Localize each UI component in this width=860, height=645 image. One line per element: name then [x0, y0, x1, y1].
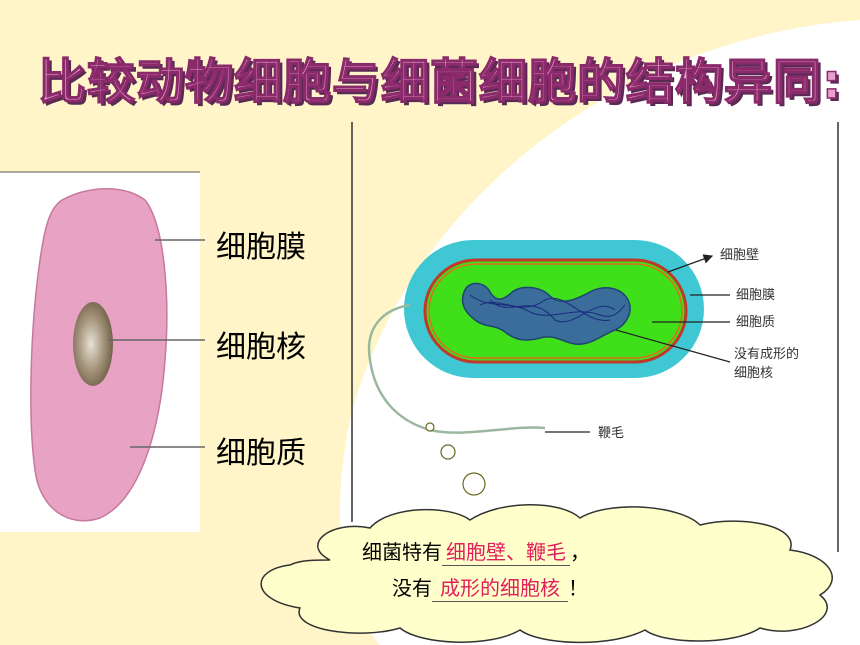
bubble-medium [440, 444, 456, 460]
cloud-line1-prefix: 细菌特有 [362, 540, 442, 564]
label-flagellum: 鞭毛 [598, 426, 624, 441]
cloud-answer-2: 成形的细胞核 [432, 572, 568, 602]
page-title: 比较动物细胞与细菌细胞的结构异同: [37, 53, 843, 111]
arrow-nucleoid [615, 329, 731, 363]
summary-cloud [260, 504, 833, 644]
cloud-line-1: 细菌特有细胞壁、鞭毛， [362, 536, 590, 566]
label-animal-nucleus: 细胞核 [216, 330, 306, 365]
arrow-wall [667, 254, 714, 273]
label-cell-wall: 细胞壁 [720, 248, 759, 263]
cloud-line1-suffix: ， [570, 540, 590, 564]
animal-nucleus [73, 302, 113, 386]
label-bacteria-membrane: 细胞膜 [736, 288, 775, 303]
cloud-line2-suffix: ！ [568, 576, 588, 600]
cloud-line2-prefix: 没有 [392, 576, 432, 600]
cloud-answer-1: 细胞壁、鞭毛 [442, 536, 570, 566]
label-animal-cytoplasm: 细胞质 [216, 436, 306, 471]
bacteria-membrane [428, 263, 683, 359]
cloud-line-2: 没有成形的细胞核！ [392, 572, 588, 602]
label-animal-membrane: 细胞膜 [216, 230, 306, 265]
flagellum [367, 303, 546, 434]
label-bacteria-cytoplasm: 细胞质 [736, 315, 775, 330]
bubble-small [425, 422, 435, 432]
label-nucleoid-line1: 没有成形的 [734, 346, 799, 362]
label-nucleoid-line2: 细胞核 [734, 366, 773, 381]
bacteria-nucleoid [461, 282, 631, 345]
bubble-large [462, 472, 486, 496]
